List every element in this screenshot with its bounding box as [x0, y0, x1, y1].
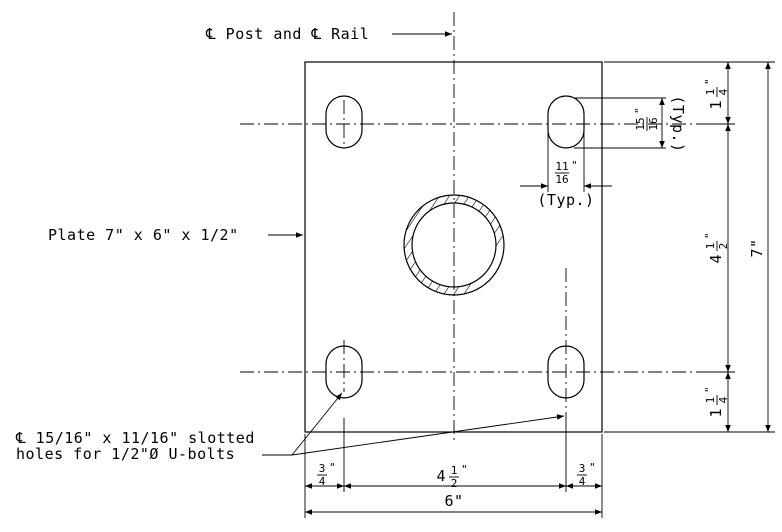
svg-text:1: 1 — [707, 100, 725, 110]
svg-text:4: 4 — [319, 475, 326, 488]
left-edge-dimension: 3 4 " — [317, 461, 336, 488]
slot-length-dimension: 15 16 " (Typ.) — [574, 95, 687, 153]
centerline-note: ℄ Post and ℄ Rail — [205, 25, 452, 43]
svg-text:": " — [329, 461, 336, 474]
plate-width-dimension: 6" — [444, 492, 463, 510]
bottom-edge-dimension: 1 1 4 " — [703, 386, 730, 417]
slot-note: ℄ 15/16" x 11/16" slotted holes for 1/2"… — [15, 392, 565, 463]
plate-height-dimension: 7" — [748, 238, 766, 257]
svg-text:4: 4 — [717, 396, 730, 403]
slot-width-num: 11 — [555, 160, 568, 173]
svg-text:2: 2 — [451, 477, 458, 490]
hole-spacing-vertical-dimension: 4 1 2 " — [703, 232, 730, 263]
svg-text:3: 3 — [319, 462, 326, 475]
slotted-hole-bottom-right — [547, 345, 585, 399]
svg-text:": " — [703, 232, 716, 239]
svg-text:": " — [703, 78, 716, 85]
svg-text:4: 4 — [707, 254, 725, 264]
slotted-hole-top-right — [547, 95, 585, 149]
svg-text:1: 1 — [704, 89, 717, 96]
svg-text:1: 1 — [704, 397, 717, 404]
slot-length-num: 15 — [634, 117, 647, 130]
slot-length-unit: " — [633, 107, 646, 114]
svg-text:1: 1 — [704, 243, 717, 250]
plate-note-text: Plate 7" x 6" x 1/2" — [48, 226, 239, 244]
hole-spacing-horizontal-dimension: 4 1 2 " — [436, 463, 467, 490]
plate-outline — [304, 61, 603, 433]
slot-width-dimension: 11 16 " (Typ.) — [520, 128, 612, 209]
slot-length-typ: (Typ.) — [669, 95, 687, 152]
centerline-note-text: ℄ Post and ℄ Rail — [205, 25, 369, 43]
svg-text:2: 2 — [717, 243, 730, 250]
bottom-horizontal-dimensions: 3 4 " 4 1 2 " 3 4 " 6" — [304, 418, 603, 518]
slot-width-typ: (Typ.) — [537, 191, 594, 209]
slot-note-line1: ℄ 15/16" x 11/16" slotted — [15, 429, 255, 447]
slot-length-den: 16 — [647, 117, 660, 130]
slot-note-line2: holes for 1/2"Ø U-bolts — [16, 445, 235, 463]
slot-width-unit: " — [571, 159, 578, 172]
svg-text:1: 1 — [707, 408, 725, 418]
slotted-hole-bottom-left — [325, 345, 363, 399]
svg-text:4: 4 — [436, 467, 446, 485]
svg-text:": " — [589, 461, 596, 474]
svg-text:4: 4 — [579, 475, 586, 488]
post-pipe-section — [403, 194, 505, 296]
plate-note: Plate 7" x 6" x 1/2" — [48, 226, 303, 244]
svg-text:": " — [703, 386, 716, 393]
svg-text:": " — [461, 463, 468, 476]
right-vertical-dimensions: 1 1 4 " 4 1 2 " 1 1 4 " 7" — [604, 61, 775, 433]
slot-width-den: 16 — [555, 173, 568, 186]
right-edge-dimension: 3 4 " — [577, 461, 596, 488]
svg-text:1: 1 — [451, 464, 458, 477]
slotted-hole-top-left — [325, 95, 363, 149]
svg-text:3: 3 — [579, 462, 586, 475]
svg-text:4: 4 — [717, 88, 730, 95]
top-edge-dimension: 1 1 4 " — [703, 78, 730, 109]
